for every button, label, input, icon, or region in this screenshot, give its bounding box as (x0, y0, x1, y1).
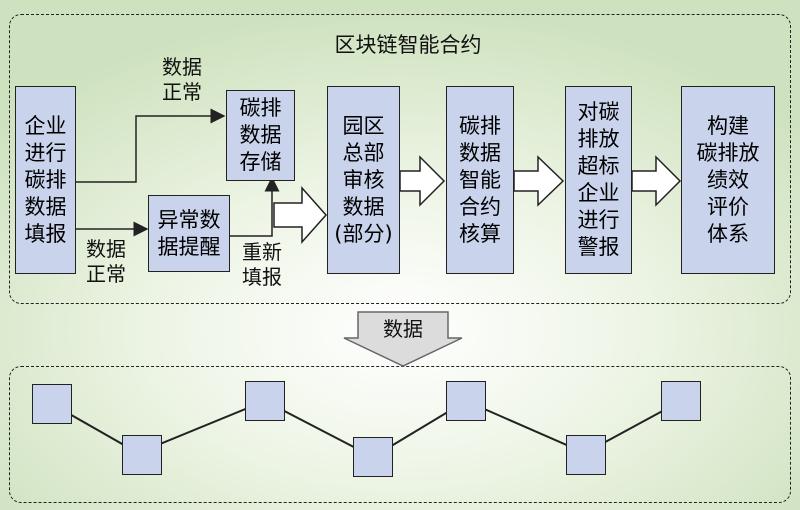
normal-label-top: 数据 正常 (162, 55, 202, 104)
chain-block-3 (245, 381, 285, 421)
block-arrow-to-warning (513, 155, 565, 207)
contract-title: 区块链智能合约 (334, 33, 482, 57)
normal-arrow (75, 108, 226, 183)
enterprise-report-box: 企业 进行 碳排 数据 填报 (15, 86, 76, 274)
block-arrow-to-park (273, 186, 328, 244)
data-down-label: 数据 (383, 317, 423, 341)
storage-box: 碳排 数据 存储 (226, 90, 295, 181)
blockchain-region (9, 366, 791, 503)
normal-label-bottom: 数据 正常 (86, 237, 126, 286)
park-audit-box: 园区 总部 审核 数据 (部分) (327, 86, 400, 274)
block-arrow-down (343, 311, 463, 367)
refill-label: 重新 填报 (242, 240, 282, 289)
evaluation-system-box: 构建 碳排放 绩效 评价 体系 (681, 86, 775, 274)
smart-contract-region (9, 14, 791, 304)
chain-block-6 (566, 435, 606, 475)
warning-box: 对碳 排放 超标 企业 进行 警报 (565, 86, 632, 274)
alert-box: 异常数 据提醒 (148, 195, 230, 272)
contract-calc-box: 碳排 数据 智能 合约 核算 (446, 86, 514, 274)
chain-block-2 (122, 435, 162, 475)
block-arrow-to-contract (399, 155, 446, 207)
chain-block-1 (32, 384, 72, 424)
refill-arrow (230, 176, 280, 237)
chain-block-5 (446, 381, 486, 421)
block-arrow-to-system (631, 155, 682, 207)
chain-block-4 (353, 437, 393, 477)
chain-block-7 (661, 381, 701, 421)
